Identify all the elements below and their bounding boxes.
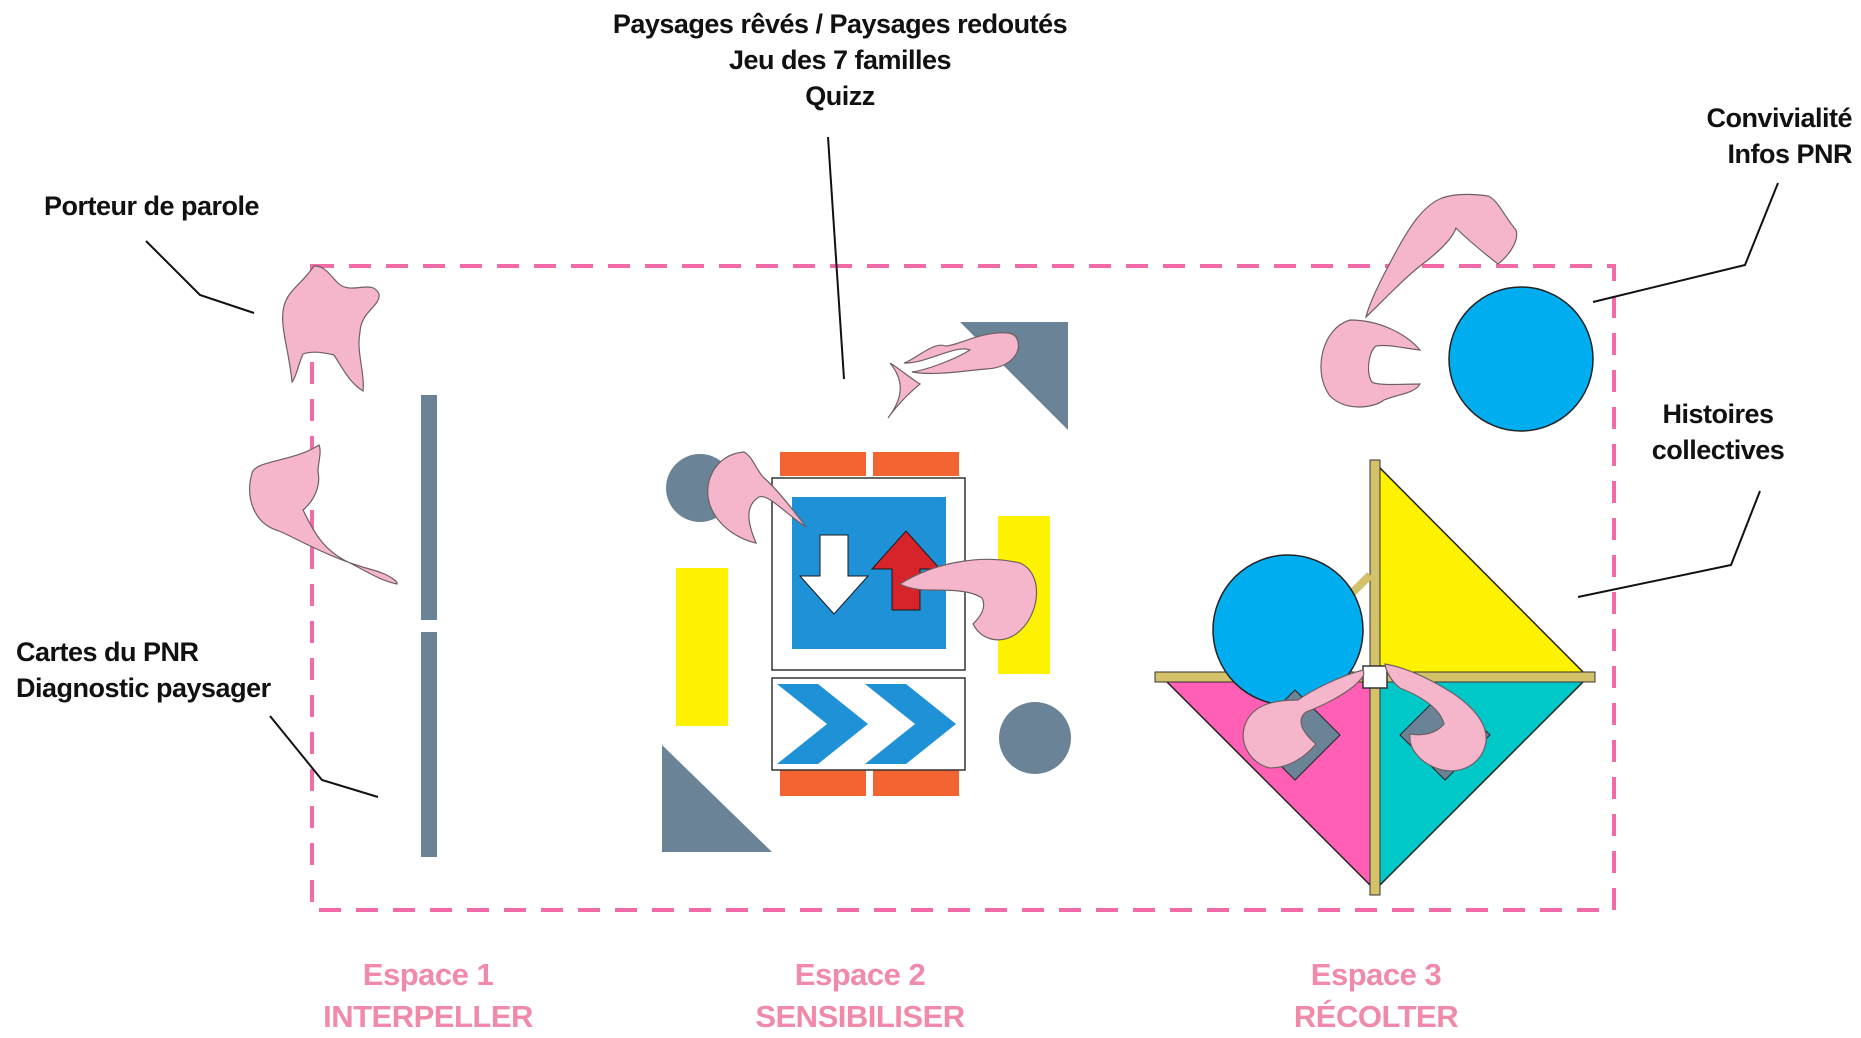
space-caption-3: Espace 3 RÉCOLTER — [1226, 954, 1526, 1038]
person-icon — [707, 451, 807, 544]
space-1-name: Espace 1 — [362, 957, 494, 992]
label-cartes-line-2: Diagnostic paysager — [16, 673, 271, 703]
space-3-name: Espace 3 — [1310, 957, 1442, 992]
arrow-up-icon — [870, 530, 942, 611]
space-2-action: SENSIBILISER — [755, 999, 965, 1034]
space-2-name: Espace 2 — [794, 957, 926, 992]
label-convivialite-line-2: Infos PNR — [1727, 139, 1852, 169]
person-icon — [1364, 193, 1518, 319]
leader-line-cartes — [269, 715, 379, 798]
label-top-line-1: Paysages rêvés / Paysages redoutés — [612, 9, 1068, 39]
person-icon — [249, 444, 398, 585]
person-icon — [1320, 319, 1422, 408]
space-3-action: RÉCOLTER — [1293, 999, 1459, 1034]
label-top-line-2: Jeu des 7 familles — [728, 45, 952, 75]
chair — [780, 770, 866, 796]
label-top-activities: Paysages rêvés / Paysages redoutés Jeu d… — [560, 6, 1120, 114]
chair — [780, 452, 866, 476]
leader-line-histoires — [1577, 490, 1761, 598]
label-porteur: Porteur de parole — [44, 188, 260, 224]
stool — [999, 702, 1071, 774]
leader-lines — [145, 136, 1779, 798]
label-histoires-line-2: collectives — [1651, 435, 1785, 465]
label-cartes-line-1: Cartes du PNR — [16, 637, 199, 667]
label-convivialite: Convivialité Infos PNR — [1560, 100, 1852, 172]
label-convivialite-line-1: Convivialité — [1706, 103, 1852, 133]
person-icon — [887, 332, 1019, 419]
arrow-down-icon — [798, 534, 870, 615]
space-caption-2: Espace 2 SENSIBILISER — [710, 954, 1010, 1038]
chair — [873, 452, 959, 476]
leader-line-porteur — [145, 240, 255, 314]
triangle-table — [662, 745, 772, 852]
person-icon — [898, 558, 1038, 641]
espace-3-layout — [1154, 193, 1596, 896]
leader-line-top — [827, 136, 845, 380]
center-hub — [1362, 665, 1388, 689]
label-cartes: Cartes du PNR Diagnostic paysager — [16, 634, 271, 706]
chevron-icon — [777, 684, 868, 764]
space-caption-1: Espace 1 INTERPELLER — [278, 954, 578, 1038]
espace-1-layout — [249, 265, 437, 857]
quadrant-yellow — [1374, 461, 1590, 678]
map-panel-bottom — [421, 632, 437, 857]
label-top-line-3: Quizz — [805, 81, 875, 111]
label-histoires-line-1: Histoires — [1662, 399, 1774, 429]
chevron-panel — [771, 677, 966, 771]
person-icon — [282, 265, 380, 393]
chevron-icon — [865, 684, 956, 764]
space-frame — [310, 264, 1616, 912]
leader-line-convivialite — [1592, 182, 1779, 303]
label-histoires: Histoires collectives — [1610, 396, 1826, 468]
chair — [873, 770, 959, 796]
map-panel-top — [421, 395, 437, 620]
space-1-action: INTERPELLER — [323, 999, 533, 1034]
person-icon — [1384, 663, 1487, 772]
label-porteur-text: Porteur de parole — [44, 191, 260, 221]
espace-2-layout — [662, 322, 1071, 852]
round-table — [1448, 286, 1594, 432]
person-icon — [1242, 669, 1365, 769]
yellow-bench — [676, 568, 728, 726]
quadrant-teal — [1374, 676, 1590, 892]
